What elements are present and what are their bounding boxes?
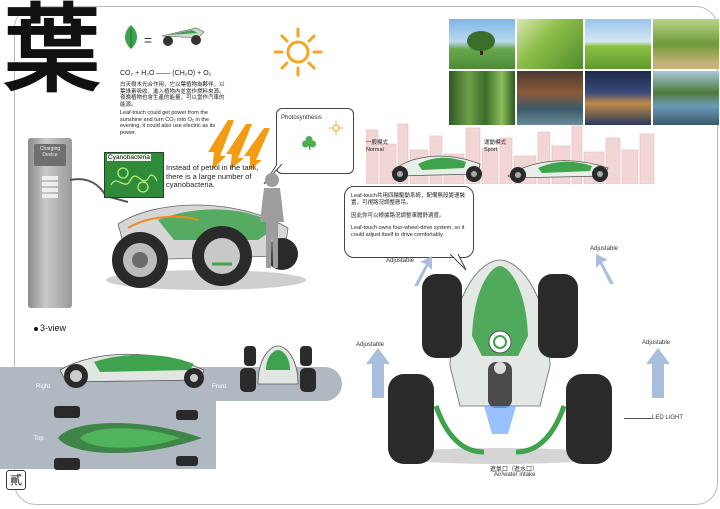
battery-level-icon	[40, 174, 60, 205]
photo-bamboo	[449, 71, 515, 125]
photo-water-village	[517, 71, 583, 125]
top-view-label: Top	[34, 436, 44, 442]
led-callout-line	[624, 418, 652, 419]
adjustable-label-right: Adjustable	[642, 340, 671, 346]
small-sun-icon	[329, 121, 343, 140]
board-frame	[14, 6, 718, 505]
leaf-icon	[122, 24, 140, 55]
description-zh-1: Leaf-touch共用四輪驅動系統，配備無段變速裝置，可視路況調整懸吊。	[351, 193, 465, 206]
photo-tree-field	[449, 19, 515, 69]
charging-screen	[34, 144, 66, 166]
sun-icon	[272, 26, 324, 83]
page-mark: 貳	[6, 470, 26, 490]
adjustable-label-top-left: Adjustable	[386, 258, 415, 264]
mode-sport-label-en: Sport	[484, 147, 498, 153]
photo-night-town	[585, 71, 651, 125]
concept-text-zh: 白天樹木光合作用，它以葉植物為夥伴，以葉綠素吸收，進入植物內並當作燃料來源。夜晚…	[120, 82, 225, 108]
person-silhouette	[252, 170, 292, 275]
mode-normal-label-en: Normal	[366, 147, 384, 153]
mode-normal-car	[388, 148, 488, 189]
cyanobacteria-label: Cyanobacteria	[107, 154, 151, 161]
page-mark-glyph: 貳	[9, 473, 22, 487]
charging-device-label: Charging Device	[39, 146, 61, 158]
adjustable-arrow-right	[644, 348, 672, 403]
front-hero-car	[380, 256, 620, 471]
photosynthesis-formula: CO₂ + H₂O —— (CH₂O) + O₂	[120, 70, 212, 77]
concept-text-en: Leaf-touch could get power from the suns…	[120, 110, 216, 136]
adjustable-arrow-top-left	[410, 256, 436, 291]
sunlight-arrows	[206, 118, 272, 177]
clover-icon	[301, 135, 317, 156]
intake-label-zh: 進氣口（進水口）	[490, 467, 539, 473]
photo-tree-avenue	[653, 19, 719, 69]
mode-sport-car	[504, 150, 614, 189]
photo-grass	[517, 19, 583, 69]
description-zh-2: 因此你可以根據路況調整車體舒適度。	[351, 213, 445, 219]
front-view-car	[236, 344, 320, 399]
description-en: Leaf-touch owns four-wheel-drive system,…	[351, 225, 465, 238]
three-view-bullet-icon	[34, 327, 38, 331]
three-view-title: 3-view	[40, 323, 67, 333]
charging-station: Charging Device	[28, 138, 72, 308]
adjustable-label-top-right: Adjustable	[590, 246, 619, 252]
adjustable-arrow-left	[364, 348, 392, 403]
photosynthesis-label: Photosynthesis	[281, 115, 322, 121]
photo-lake	[653, 71, 719, 125]
intake-label-en: Air/water intake	[494, 472, 536, 478]
mode-sport-label-zh: 運動模式	[484, 140, 507, 146]
right-view-car	[54, 340, 214, 395]
adjustable-arrow-top-right	[592, 254, 618, 289]
cyanobacteria-caption: Instead of petrol in the tank, there is …	[166, 163, 259, 189]
mini-car-icon	[158, 22, 206, 53]
photosynthesis-bubble: Photosynthesis	[276, 108, 354, 174]
mode-normal-label-zh: 一般模式	[366, 140, 389, 146]
photo-meadow	[585, 19, 651, 69]
description-bubble: Leaf-touch共用四輪驅動系統，配備無段變速裝置，可視路況調整懸吊。 因此…	[344, 186, 474, 258]
leaf-logo-glyph: 葉	[4, 0, 100, 106]
description-bubble-tail	[448, 253, 468, 277]
cyanobacteria-inset: Cyanobacteria	[104, 152, 164, 198]
front-view-label: Front	[212, 384, 227, 390]
top-view-car	[50, 402, 210, 479]
right-view-label: Right	[36, 384, 51, 390]
led-light-label: LED LIGHT	[652, 415, 684, 421]
main-car-render	[88, 168, 308, 299]
adjustable-label-left: Adjustable	[356, 342, 385, 348]
equals-icon: =	[144, 32, 153, 48]
